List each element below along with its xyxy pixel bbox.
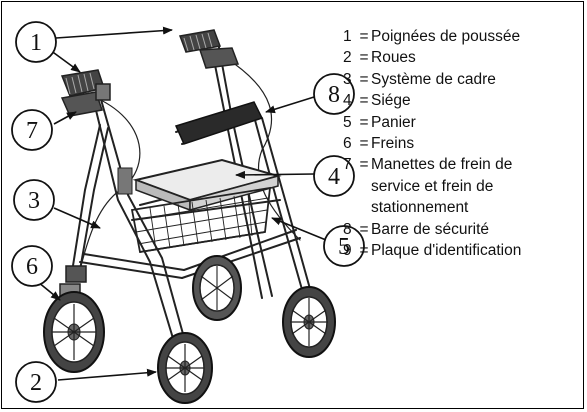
callout-5-label: 5 xyxy=(338,234,350,260)
callout-1-label: 1 xyxy=(30,30,42,56)
legend-equals: = xyxy=(359,92,369,110)
legend-text: Manettes de frein de service et frein de… xyxy=(371,156,513,217)
legend-number: 8 xyxy=(343,220,352,238)
legend-item-2: 2 = Roues xyxy=(343,47,585,68)
basket xyxy=(130,186,272,254)
callout-1: 1 xyxy=(15,21,57,63)
parts-legend: 1 = Poignées de poussée 2 = Roues 3 = Sy… xyxy=(343,26,585,261)
legend-item-1: 1 = Poignées de poussée xyxy=(343,26,585,47)
legend-equals: = xyxy=(359,70,369,88)
legend-item-5: 5 = Panier xyxy=(343,112,585,133)
leader-6 xyxy=(37,281,61,301)
legend-equals: = xyxy=(359,49,369,67)
callout-2: 2 xyxy=(15,361,57,403)
legend-number: 5 xyxy=(343,113,352,131)
callout-2-label: 2 xyxy=(30,370,42,396)
callout-3-label: 3 xyxy=(28,188,40,214)
safety-bar xyxy=(174,101,264,145)
wheel-front-right xyxy=(157,332,213,404)
leader-1-right xyxy=(55,26,173,39)
leader-8 xyxy=(265,96,315,114)
callout-3: 3 xyxy=(13,179,55,221)
callout-4-label: 4 xyxy=(328,164,340,190)
lower-cross-bar xyxy=(79,261,183,279)
front-left-frame-tube xyxy=(92,97,179,356)
leader-4 xyxy=(235,170,315,179)
legend-text: Plaque d'identification xyxy=(371,242,522,260)
legend-item-4: 4 = Siége xyxy=(343,90,585,111)
legend-item-9: 9 = Plaque d'identification xyxy=(343,240,585,261)
legend-equals: = xyxy=(359,113,369,131)
legend-number: 7 xyxy=(343,156,352,174)
legend-text: Siége xyxy=(371,92,411,110)
leader-5 xyxy=(271,217,327,241)
push-handle-right xyxy=(178,29,240,69)
legend-equals: = xyxy=(359,156,369,174)
legend-equals: = xyxy=(359,28,369,45)
legend-equals: = xyxy=(359,242,369,260)
leader-3 xyxy=(53,207,101,229)
legend-text: Panier xyxy=(371,113,416,131)
leader-2 xyxy=(57,368,157,381)
callout-7-label: 7 xyxy=(26,118,38,144)
wheel-front-left xyxy=(43,291,105,373)
leader-1-left xyxy=(49,49,81,73)
legend-number: 1 xyxy=(343,28,352,45)
legend-number: 9 xyxy=(343,242,352,260)
legend-text: Freins xyxy=(371,135,415,153)
legend-text: Poignées de poussée xyxy=(371,28,521,45)
wheel-rear-left xyxy=(192,255,242,321)
callout-4: 4 xyxy=(313,155,355,197)
callout-8-label: 8 xyxy=(328,82,340,108)
callout-6-label: 6 xyxy=(26,254,38,280)
legend-text: Système de cadre xyxy=(371,70,496,88)
leader-lines xyxy=(37,26,327,381)
push-handle-left xyxy=(60,69,111,117)
callout-7: 7 xyxy=(11,109,53,151)
legend-number: 2 xyxy=(343,49,352,67)
legend-number: 4 xyxy=(343,92,352,110)
wheel-rear-right xyxy=(282,286,336,358)
callout-5: 5 xyxy=(323,225,365,267)
callout-6: 6 xyxy=(11,245,53,287)
legend-equals: = xyxy=(359,135,369,153)
legend-number: 6 xyxy=(343,135,352,153)
legend-item-6: 6 = Freins xyxy=(343,133,585,154)
legend-number: 3 xyxy=(343,70,352,88)
legend-item-3: 3 = Système de cadre xyxy=(343,69,585,90)
left-down-tube xyxy=(71,124,101,273)
legend-text: Roues xyxy=(371,49,416,67)
leader-7 xyxy=(53,111,77,125)
legend-equals: = xyxy=(359,220,369,238)
legend-item-8: 8 = Barre de sécurité xyxy=(343,219,585,240)
identification-plate xyxy=(117,167,133,195)
legend-item-7: 7 = Manettes de frein de service et frei… xyxy=(343,154,585,218)
legend-text: Barre de sécurité xyxy=(371,220,490,238)
callout-8: 8 xyxy=(313,73,355,115)
